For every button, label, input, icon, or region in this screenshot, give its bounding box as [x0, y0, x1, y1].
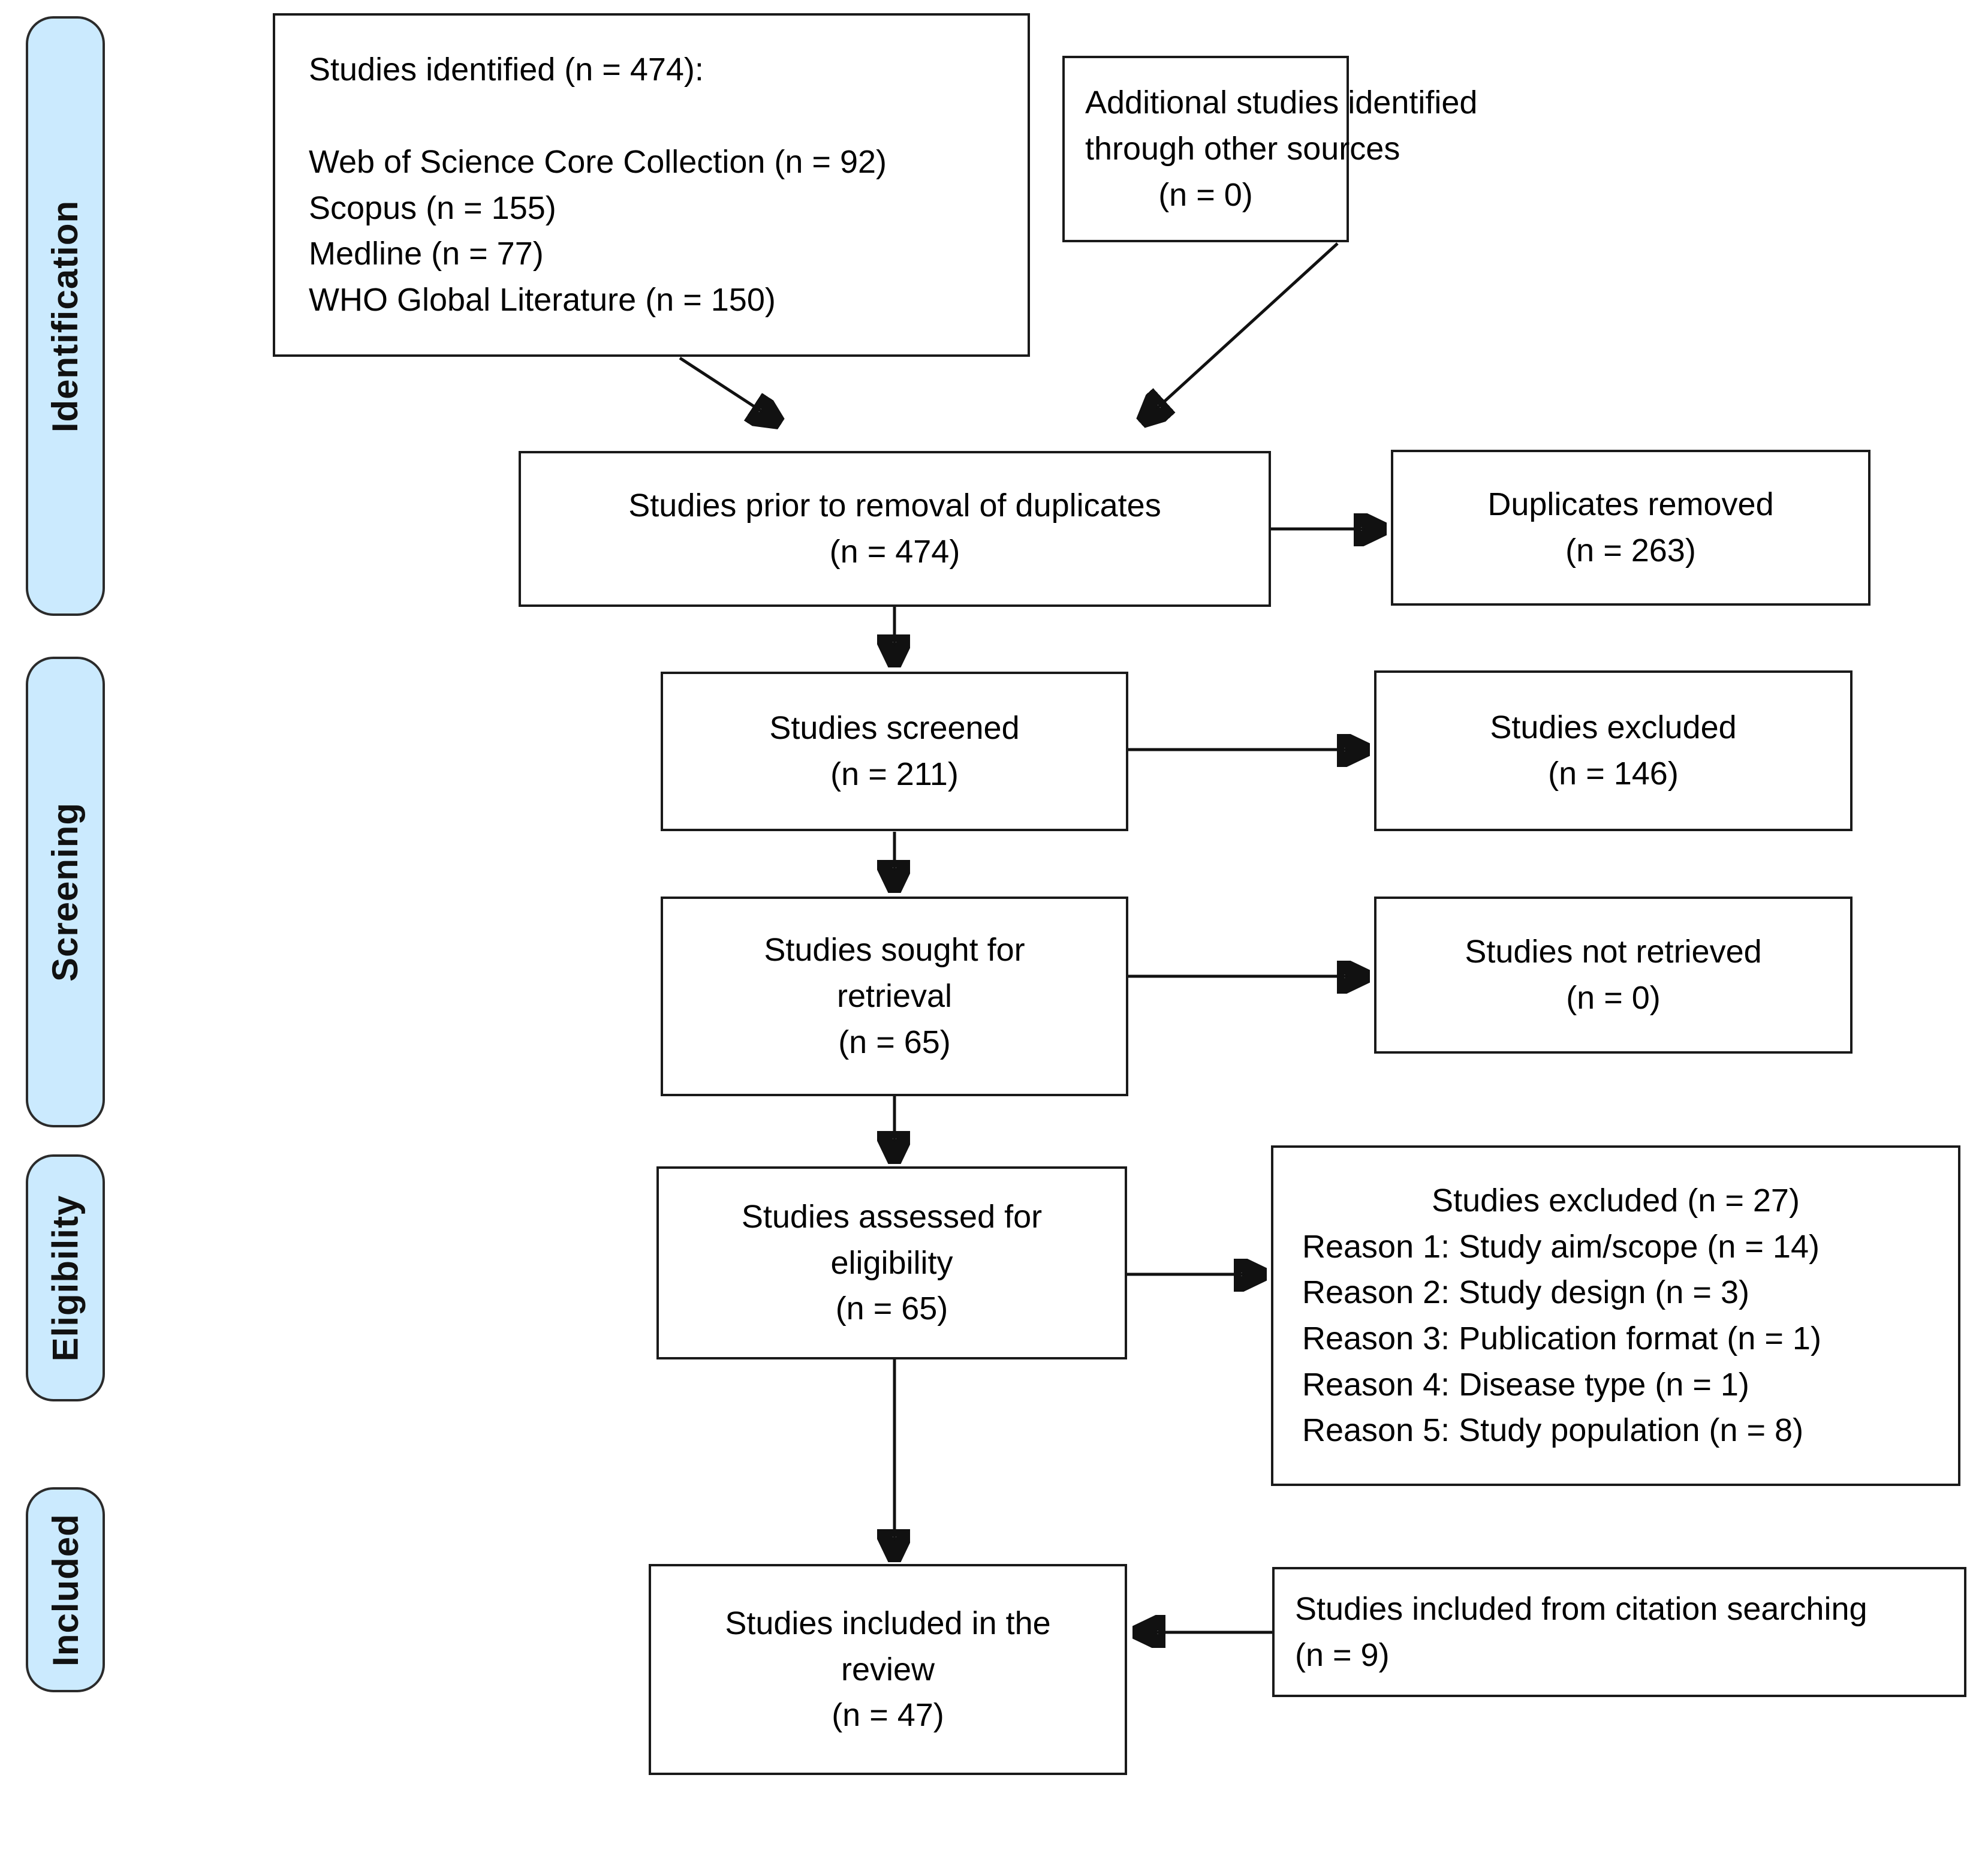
excluded-reason-5: Reason 5: Study population (n = 8) — [1302, 1412, 1804, 1449]
box-citation-searching: Studies included from citation searching… — [1272, 1567, 1966, 1697]
connector-identified-to-prior — [679, 356, 775, 420]
additional-line-3: (n = 0) — [1158, 176, 1253, 213]
citation-line-2: (n = 9) — [1295, 1637, 1390, 1673]
box-additional-sources: Additional studies identified through ot… — [1062, 56, 1478, 242]
phase-label-screening: Screening — [45, 802, 86, 982]
phase-label-eligibility: Eligibility — [45, 1195, 86, 1361]
included-review-line-1: Studies included in the — [725, 1605, 1051, 1641]
phase-label-identification: Identification — [45, 200, 86, 432]
excluded-reason-1: Reason 1: Study aim/scope (n = 14) — [1302, 1228, 1820, 1265]
phase-rail-included: Included — [26, 1487, 105, 1692]
sought-line-2: retrieval — [836, 978, 953, 1015]
assessed-line-3: (n = 65) — [835, 1291, 948, 1327]
screened-line-2: (n = 211) — [830, 756, 959, 792]
excluded-reason-2: Reason 2: Study design (n = 3) — [1302, 1274, 1749, 1311]
box-studies-excluded-eligibility: Studies excluded (n = 27) Reason 1: Stud… — [1271, 1145, 1960, 1486]
citation-line-1: Studies included from citation searching — [1295, 1590, 1867, 1627]
box-assessed-for-eligibility: Studies assessed for eligibility (n = 65… — [656, 1166, 1127, 1359]
sought-line-1: Studies sought for — [764, 932, 1025, 968]
screened-line-1: Studies screened — [769, 710, 1020, 747]
box-studies-identified: Studies identified (n = 474): Web of Sci… — [273, 13, 1030, 357]
duplicates-line-1: Duplicates removed — [1487, 486, 1774, 523]
connector-additional-to-prior — [1146, 242, 1339, 418]
assessed-line-1: Studies assessed for — [741, 1198, 1043, 1235]
excluded-screening-line-1: Studies excluded — [1490, 709, 1737, 746]
box-prior-to-duplicates: Studies prior to removal of duplicates (… — [519, 451, 1271, 607]
excluded-reason-4: Reason 4: Disease type (n = 1) — [1302, 1366, 1749, 1403]
identified-line-1: Studies identified (n = 474): — [309, 52, 704, 88]
phase-rail-eligibility: Eligibility — [26, 1154, 105, 1401]
not-retrieved-line-1: Studies not retrieved — [1465, 934, 1762, 970]
box-studies-screened: Studies screened (n = 211) — [661, 672, 1128, 831]
box-studies-excluded-screening: Studies excluded (n = 146) — [1374, 670, 1853, 831]
prior-line-2: (n = 474) — [829, 534, 960, 570]
identified-line-wos: Web of Science Core Collection (n = 92) — [309, 143, 887, 180]
excluded-reason-3: Reason 3: Publication format (n = 1) — [1302, 1320, 1821, 1356]
additional-line-2: through other sources — [1085, 131, 1400, 167]
sought-line-3: (n = 65) — [838, 1024, 951, 1060]
box-sought-for-retrieval: Studies sought for retrieval (n = 65) — [661, 897, 1128, 1096]
phase-label-included: Included — [45, 1513, 86, 1667]
phase-rail-identification: Identification — [26, 16, 105, 616]
assessed-line-2: eligibility — [830, 1244, 953, 1281]
duplicates-line-2: (n = 263) — [1565, 533, 1696, 568]
excluded-eligibility-heading: Studies excluded (n = 27) — [1432, 1182, 1800, 1219]
prior-line-1: Studies prior to removal of duplicates — [628, 488, 1161, 524]
identified-line-scopus: Scopus (n = 155) — [309, 189, 556, 226]
additional-line-1: Additional studies identified — [1085, 85, 1478, 121]
identified-line-medline: Medline (n = 77) — [309, 236, 544, 272]
not-retrieved-line-2: (n = 0) — [1566, 980, 1661, 1016]
box-included-in-review: Studies included in the review (n = 47) — [649, 1564, 1127, 1775]
identified-line-who: WHO Global Literature (n = 150) — [309, 281, 776, 318]
box-studies-not-retrieved: Studies not retrieved (n = 0) — [1374, 897, 1853, 1054]
included-review-line-2: review — [841, 1651, 935, 1687]
included-review-line-3: (n = 47) — [832, 1697, 944, 1734]
identified-line-spacer — [309, 93, 1007, 139]
box-duplicates-removed: Duplicates removed (n = 263) — [1391, 450, 1870, 606]
phase-rail-screening: Screening — [26, 657, 105, 1127]
excluded-screening-line-2: (n = 146) — [1548, 756, 1679, 792]
